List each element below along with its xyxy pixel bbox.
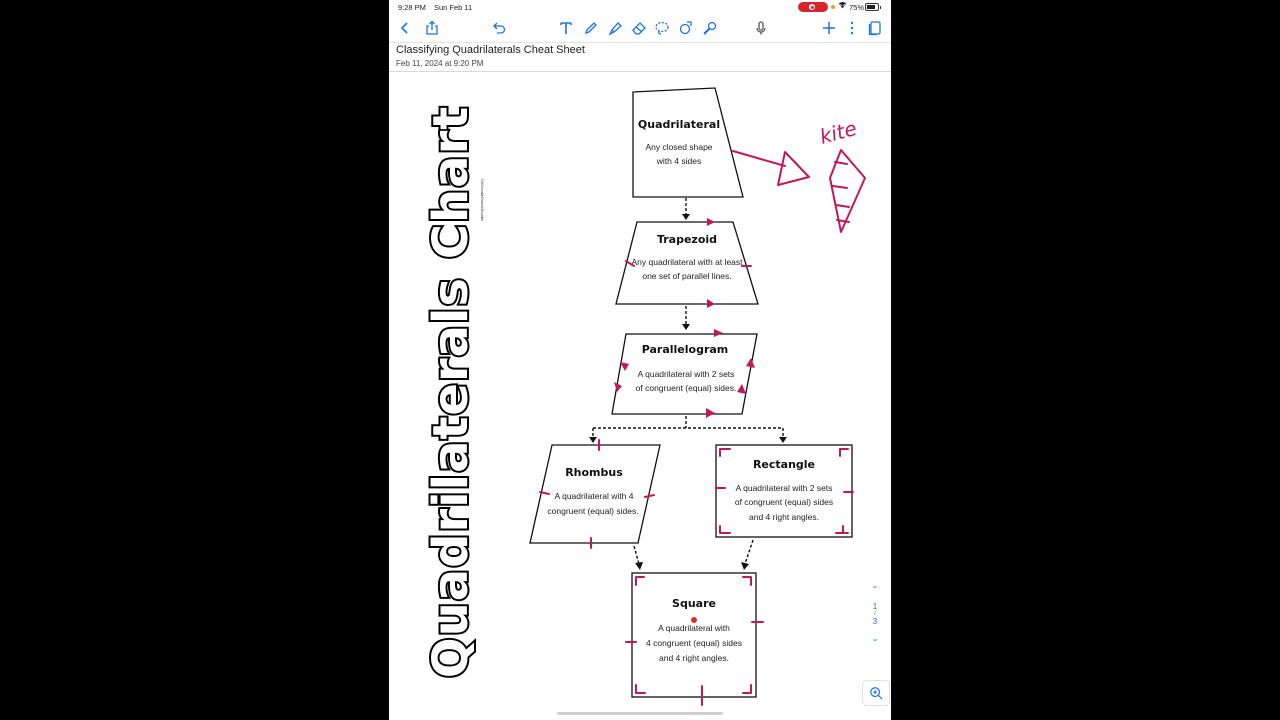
node-quadrilateral: Quadrilateral Any closed shape with 4 si… bbox=[632, 87, 744, 198]
node-desc-line: 4 congruent (equal) sides bbox=[646, 638, 742, 648]
node-desc-line: with 4 sides bbox=[656, 156, 701, 166]
page-navigator[interactable]: ⌃ 1 / 3 ⌄ bbox=[867, 585, 883, 643]
node-square: Square A quadrilateral with 4 congruent … bbox=[631, 572, 757, 698]
chart-vertical-title: Quadrilaterals Chart bbox=[423, 106, 479, 678]
screen-recording-indicator[interactable] bbox=[798, 2, 828, 12]
page-total: 3 bbox=[872, 617, 878, 626]
text-tool-icon[interactable] bbox=[556, 18, 576, 38]
wifi-icon bbox=[838, 1, 847, 11]
pencil-cursor-dot bbox=[691, 617, 697, 623]
node-desc-line: of congruent (equal) sides bbox=[735, 497, 833, 507]
node-parallelogram: Parallelogram A quadrilateral with 2 set… bbox=[611, 333, 758, 415]
battery-percent: 75% bbox=[849, 3, 865, 12]
zoom-button[interactable] bbox=[862, 680, 890, 706]
flowchart: Quadrilaterals Chart ©ADoodleDoesItDoodl… bbox=[421, 87, 866, 706]
node-title: Rhombus bbox=[565, 466, 623, 479]
node-desc-line: and 4 right angles. bbox=[749, 512, 819, 522]
node-title: Square bbox=[672, 597, 716, 610]
arrow-connector bbox=[592, 416, 784, 439]
node-desc-line: Any quadrilateral with at least bbox=[631, 257, 743, 267]
arrow-head bbox=[682, 214, 690, 220]
microphone-icon[interactable] bbox=[751, 18, 771, 38]
mic-in-use-dot bbox=[831, 5, 835, 9]
toolbar bbox=[389, 14, 891, 43]
more-icon[interactable] bbox=[842, 18, 862, 38]
node-trapezoid: Trapezoid Any quadrilateral with at leas… bbox=[615, 221, 759, 305]
arrow-connector bbox=[633, 539, 754, 565]
shapes-icon[interactable] bbox=[676, 18, 696, 38]
node-desc-line: and 4 right angles. bbox=[659, 653, 729, 663]
node-desc-line: A quadrilateral with bbox=[658, 623, 730, 633]
undo-icon[interactable] bbox=[489, 18, 509, 38]
pen-icon[interactable] bbox=[581, 18, 601, 38]
plus-icon[interactable] bbox=[819, 18, 839, 38]
arrow-head bbox=[635, 562, 749, 570]
node-desc-line: A quadrilateral with 2 sets bbox=[638, 369, 735, 379]
node-desc-line: congruent (equal) sides. bbox=[547, 506, 638, 516]
node-rectangle: Rectangle A quadrilateral with 2 sets of… bbox=[715, 444, 853, 538]
highlighter-icon[interactable] bbox=[605, 18, 625, 38]
node-desc-line: one set of parallel lines. bbox=[642, 271, 731, 281]
divider bbox=[389, 71, 891, 72]
battery-icon bbox=[865, 3, 881, 11]
note-title[interactable]: Classifying Quadrilaterals Cheat Sheet bbox=[396, 44, 585, 56]
chevron-up-icon[interactable]: ⌃ bbox=[871, 585, 879, 594]
lasso-icon[interactable] bbox=[652, 18, 672, 38]
node-desc-line: Any closed shape bbox=[645, 142, 712, 152]
arrow-head bbox=[589, 437, 787, 443]
laser-pointer-icon[interactable] bbox=[700, 18, 720, 38]
pages-icon[interactable] bbox=[865, 18, 885, 38]
node-desc-line: of congruent (equal) sides. bbox=[636, 383, 737, 393]
chevron-left-icon[interactable] bbox=[395, 18, 415, 38]
chart-credit: ©ADoodleDoesItDoodle bbox=[480, 179, 485, 222]
kite-annotation-text: kite bbox=[817, 116, 859, 149]
page-current: 1 bbox=[872, 602, 878, 611]
zoom-icon bbox=[870, 687, 883, 700]
share-icon[interactable] bbox=[422, 18, 442, 38]
home-indicator[interactable] bbox=[557, 712, 723, 715]
node-rhombus: Rhombus A quadrilateral with 4 congruent… bbox=[529, 444, 661, 544]
node-desc-line: A quadrilateral with 2 sets bbox=[736, 483, 833, 493]
note-date: Feb 11, 2024 at 9:20 PM bbox=[396, 59, 484, 68]
status-date: Sun Feb 11 bbox=[434, 3, 473, 12]
node-title: Quadrilateral bbox=[638, 118, 720, 131]
node-title: Trapezoid bbox=[657, 233, 717, 246]
ipad-screen: 9:28 PM Sun Feb 11 75% bbox=[389, 0, 891, 720]
eraser-icon[interactable] bbox=[629, 18, 649, 38]
node-desc-line: A quadrilateral with 4 bbox=[555, 491, 634, 501]
chevron-down-icon[interactable]: ⌄ bbox=[871, 634, 879, 643]
status-bar: 9:28 PM Sun Feb 11 75% bbox=[389, 0, 891, 14]
arrow-head bbox=[682, 324, 690, 330]
document-page[interactable]: Quadrilaterals Chart ©ADoodleDoesItDoodl… bbox=[389, 72, 891, 720]
page-separator: / bbox=[874, 611, 876, 617]
node-title: Parallelogram bbox=[642, 343, 729, 356]
node-title: Rectangle bbox=[753, 458, 815, 471]
status-time: 9:28 PM bbox=[398, 3, 426, 12]
